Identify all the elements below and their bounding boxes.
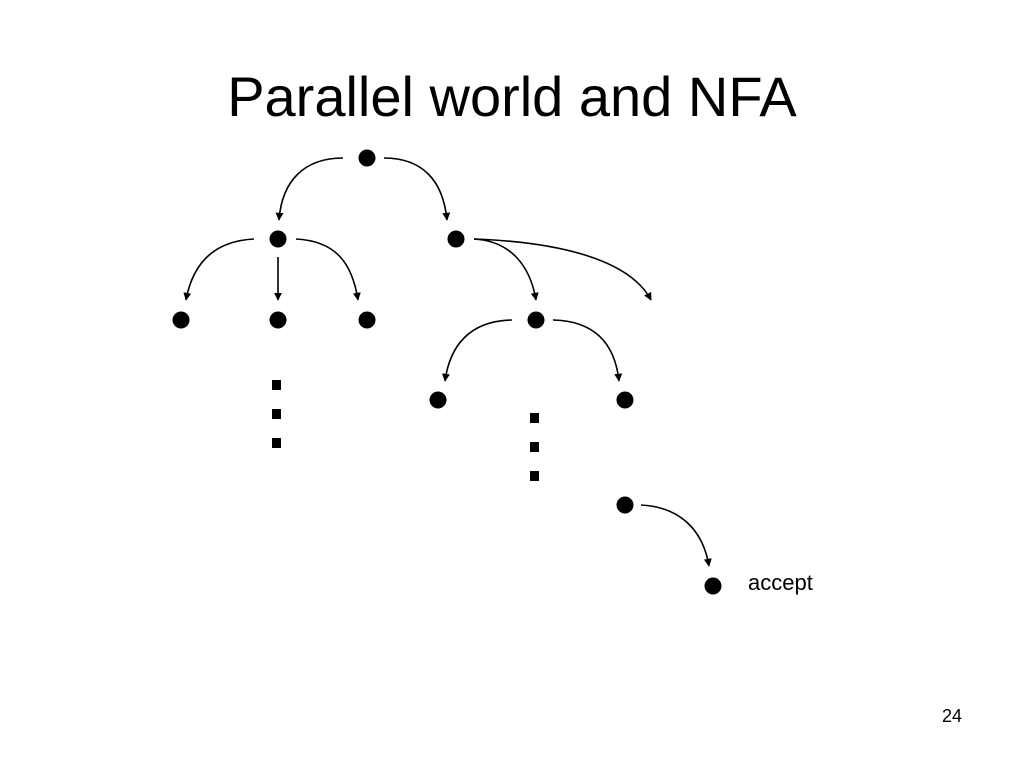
continuation-ellipsis-a2 bbox=[272, 380, 281, 448]
edge-root-to-a bbox=[275, 157, 344, 221]
node-b11 bbox=[429, 391, 447, 409]
edge-b1-to-b11 bbox=[442, 319, 513, 382]
edge-b-to-b1 bbox=[473, 238, 539, 301]
edge-b1-to-b12 bbox=[552, 319, 623, 382]
edge-root-to-b bbox=[383, 157, 451, 221]
node-a2 bbox=[269, 311, 287, 329]
node-accept bbox=[704, 577, 722, 595]
node-a bbox=[269, 230, 287, 248]
edge-b-to-offscreen bbox=[473, 238, 652, 301]
node-b bbox=[447, 230, 465, 248]
node-a1 bbox=[172, 311, 190, 329]
page-number: 24 bbox=[941, 706, 962, 726]
node-b12 bbox=[616, 391, 634, 409]
slide-title: Parallel world and NFA bbox=[227, 65, 797, 128]
edge-a-to-a1 bbox=[183, 238, 255, 301]
node-root bbox=[358, 149, 376, 167]
edge-b121-to-accept bbox=[640, 504, 712, 567]
accept-label: accept bbox=[748, 570, 813, 595]
node-b121 bbox=[616, 496, 634, 514]
edge-a-to-a3 bbox=[295, 238, 361, 301]
node-a3 bbox=[358, 311, 376, 329]
continuation-ellipsis-b1 bbox=[530, 413, 539, 481]
node-b1 bbox=[527, 311, 545, 329]
